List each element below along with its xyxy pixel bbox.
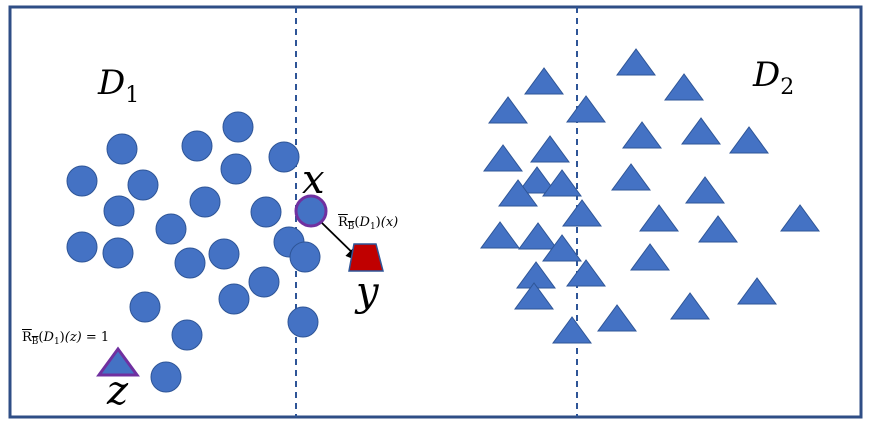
d2-triangle — [552, 316, 592, 344]
rb-x-annotation: RB(D1)(x) — [338, 215, 399, 232]
d2-triangle — [566, 259, 606, 287]
d1-circle — [66, 231, 98, 263]
d2-triangle — [566, 95, 606, 123]
d2-triangle — [480, 221, 520, 249]
d2-triangle — [664, 73, 704, 101]
d1-circle — [129, 291, 161, 323]
d2-triangle — [685, 176, 725, 204]
domain-d1-label: D1 — [98, 63, 140, 108]
d2-triangle — [562, 199, 602, 227]
d2-triangles — [480, 48, 820, 344]
point-y-trapezoid — [348, 243, 384, 272]
d2-triangle — [488, 96, 528, 124]
point-x-label: x — [302, 157, 325, 203]
d2-triangle — [516, 261, 556, 289]
point-z-label: z — [107, 368, 129, 414]
d1-circle — [181, 130, 213, 162]
d1-circle — [66, 165, 98, 197]
point-y-label: y — [356, 269, 379, 315]
d1-circle — [220, 153, 252, 185]
d2-triangle — [542, 234, 582, 262]
d2-triangle — [616, 48, 656, 76]
d1-circle — [150, 361, 182, 393]
d2-triangle — [514, 282, 554, 310]
d2-triangle — [483, 144, 523, 172]
domain-d2-label: D2 — [753, 55, 795, 100]
d2-triangle — [729, 126, 769, 154]
d1-circle — [222, 111, 254, 143]
d2-triangle — [597, 304, 637, 332]
point-z-triangle — [96, 346, 140, 377]
d2-triangle — [530, 135, 570, 163]
d2-triangle — [524, 67, 564, 95]
d1-circle — [127, 169, 159, 201]
d1-circle — [106, 133, 138, 165]
d1-circle — [174, 247, 206, 279]
d1-circles — [66, 111, 321, 393]
point-x-circle — [294, 194, 328, 228]
frame — [8, 5, 863, 419]
d1-circle — [171, 319, 203, 351]
d2-triangle — [498, 179, 538, 207]
d2-triangle — [681, 117, 721, 145]
d1-circle — [103, 195, 135, 227]
d2-triangle — [630, 243, 670, 271]
d1-circle — [289, 241, 321, 273]
d2-triangle — [698, 215, 738, 243]
d2-triangle — [518, 222, 558, 250]
d2-triangle — [542, 169, 582, 197]
rb-z-annotation: RB(D1)(z) = 1 — [22, 330, 110, 347]
d2-triangle — [780, 204, 820, 232]
d1-circle — [208, 238, 240, 270]
d1-circle — [218, 283, 250, 315]
d1-circle — [102, 237, 134, 269]
d1-circle — [248, 266, 280, 298]
d1-circle — [250, 196, 282, 228]
d2-triangle — [517, 166, 557, 194]
d2-triangle — [639, 204, 679, 232]
d2-triangle — [622, 121, 662, 149]
d1-circle — [268, 141, 300, 173]
d1-circle — [287, 306, 319, 338]
d1-circle — [155, 213, 187, 245]
d1-circle — [189, 186, 221, 218]
d2-triangle — [670, 292, 710, 320]
d2-triangle — [737, 277, 777, 305]
d2-triangle — [611, 163, 651, 191]
